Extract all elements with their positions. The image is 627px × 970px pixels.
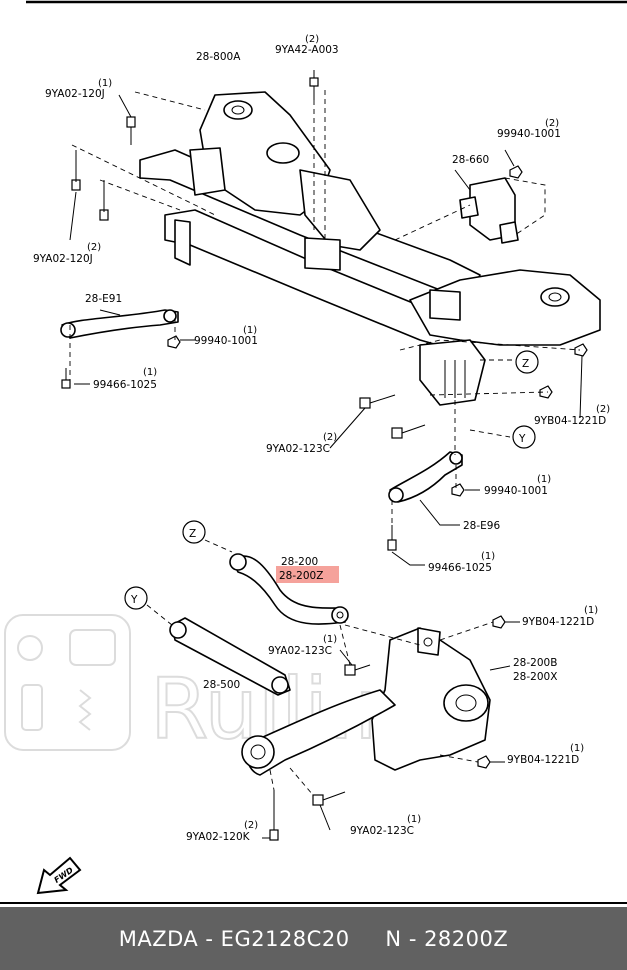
link-28-E96 — [388, 451, 463, 503]
label-99940-top: 99940-1001 — [497, 128, 561, 140]
label-99940-mid: 99940-1001 — [194, 335, 258, 347]
label-99466-top-qty: (1) — [143, 367, 157, 378]
label-9YA02-120K-qty: (2) — [244, 820, 258, 831]
arm-28-500 — [169, 617, 291, 696]
label-28-660: 28-660 — [452, 154, 489, 166]
bolts-top — [61, 77, 588, 551]
subframe — [139, 91, 601, 406]
label-28-800A: 28-800A — [196, 51, 241, 63]
lower-trailing-arm — [241, 689, 396, 776]
label-99940-low: 99940-1001 — [484, 485, 548, 497]
label-99466-low-qty: (1) — [481, 551, 495, 562]
label-9YA42-A003-qty: (2) — [305, 34, 319, 45]
label-Y-top: Y — [518, 433, 526, 445]
label-99940-low-qty: (1) — [537, 474, 551, 485]
label-9YA02-123C-bot: 9YA02-123C — [350, 825, 414, 837]
label-9YB04-r1: 9YB04-1221D — [522, 616, 594, 628]
label-99466-top: 99466-1025 — [93, 379, 157, 391]
footer-text: MAZDA - EG2128C20 N - 28200Z — [118, 926, 509, 951]
label-9YB04-r2-qty: (1) — [570, 743, 584, 754]
label-9YA02-123C-low: 9YA02-123C — [268, 645, 332, 657]
label-9YA02-120J-bot-qty: (2) — [87, 242, 101, 253]
label-9YA02-120J-top-qty: (1) — [98, 78, 112, 89]
label-28-E91: 28-E91 — [85, 293, 122, 305]
leader-solid-low — [262, 621, 520, 839]
label-28-200Z: 28-200Z — [279, 570, 323, 582]
bolts-low — [269, 615, 506, 841]
label-9YA02-120K: 9YA02-120K — [186, 831, 251, 843]
leader-lines-low — [146, 539, 494, 796]
arm-28-200Z — [229, 553, 349, 625]
part-labels: 28-800A (2) 9YA42-A003 (1) 9YA02-120J (2… — [33, 34, 610, 843]
label-9YA02-120J-bot: 9YA02-120J — [33, 253, 93, 265]
label-Z-low: Z — [189, 528, 196, 540]
label-99940-mid-qty: (1) — [243, 325, 257, 336]
label-9YA02-123C-mid: 9YA02-123C — [266, 443, 330, 455]
label-9YB04-r1-qty: (1) — [584, 605, 598, 616]
label-28-200: 28-200 — [281, 556, 318, 568]
footer-bar: MAZDA - EG2128C20 N - 28200Z — [0, 907, 627, 970]
label-9YA42-A003: 9YA42-A003 — [275, 44, 339, 56]
knuckle-28-200B — [371, 627, 491, 771]
label-Y-low: Y — [130, 594, 138, 606]
label-9YA02-123C-mid-qty: (2) — [323, 432, 337, 443]
link-28-E91 — [60, 309, 179, 339]
leader-lines-top — [69, 90, 581, 525]
label-99940-top-qty: (2) — [545, 118, 559, 129]
label-28-200B: 28-200B — [513, 657, 557, 669]
leader-solid-top — [69, 70, 583, 566]
label-28-E96: 28-E96 — [463, 520, 500, 532]
label-28-500: 28-500 — [203, 679, 240, 691]
label-9YB04-top-qty: (2) — [596, 404, 610, 415]
label-9YB04-top: 9YB04-1221D — [534, 415, 606, 427]
label-9YA02-123C-bot-qty: (1) — [407, 814, 421, 825]
ref-markers — [124, 350, 539, 610]
fwd-arrow-icon: FWD — [36, 856, 82, 895]
parts-diagram: Rulli.ru — [0, 0, 627, 904]
highlight-28-200Z — [276, 566, 339, 583]
label-Z-top: Z — [522, 358, 529, 370]
label-9YB04-r2: 9YB04-1221D — [507, 754, 579, 766]
mount-28-660 — [459, 177, 519, 244]
label-99466-low: 99466-1025 — [428, 562, 492, 574]
label-9YA02-120J-top: 9YA02-120J — [45, 88, 105, 100]
label-28-200X: 28-200X — [513, 671, 557, 683]
label-9YA02-123C-low-qty: (1) — [323, 634, 337, 645]
